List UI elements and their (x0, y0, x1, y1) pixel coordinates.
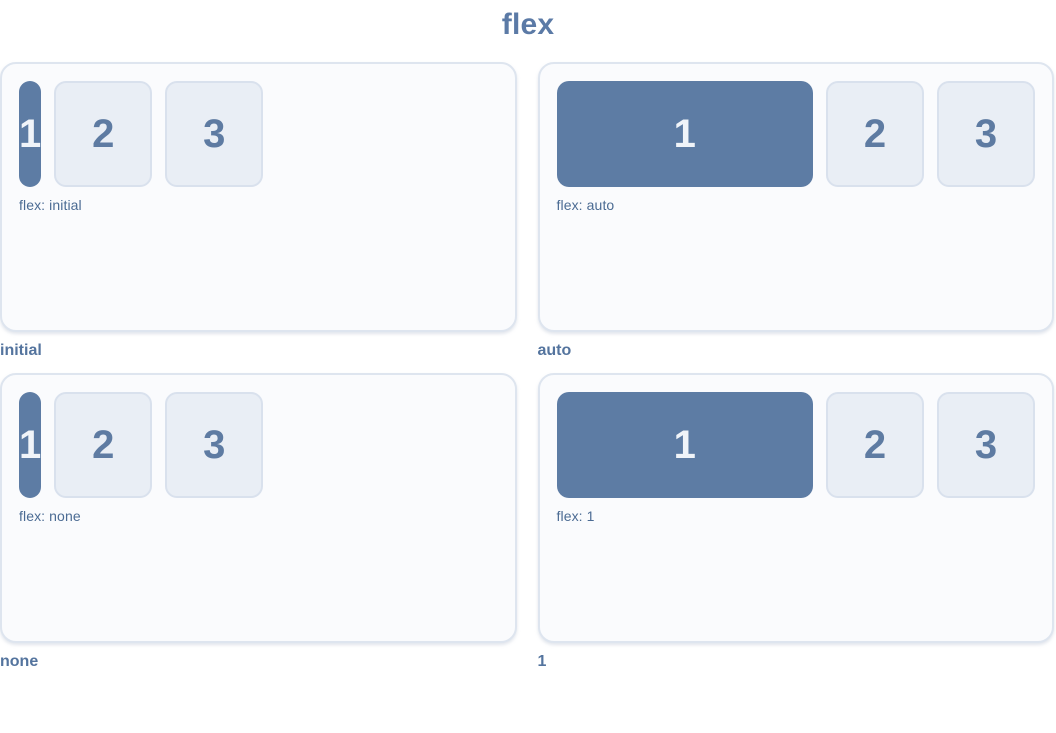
flex-container: 1 2 3 (556, 81, 1035, 187)
flex-item-1: 1 (556, 392, 813, 498)
page-title: flex (501, 8, 555, 41)
flex-item-3: 3 (165, 81, 264, 187)
demo-panel-auto: 1 2 3 flex: auto (537, 62, 1054, 332)
flex-item-1: 1 (19, 392, 42, 498)
flex-item-2: 2 (826, 81, 924, 187)
flex-container: 1 2 3 (19, 81, 498, 187)
example-none: 1 2 3 flex: none none (0, 373, 517, 671)
flex-item-3: 3 (165, 392, 264, 498)
flex-item-1: 1 (556, 81, 813, 187)
example-caption: none (0, 653, 39, 670)
flex-item-2: 2 (826, 392, 924, 498)
flex-container: 1 2 3 (556, 392, 1035, 498)
examples-grid: 1 2 3 flex: initial initial 1 2 3 flex: … (0, 62, 1054, 671)
flex-item-3: 3 (937, 392, 1035, 498)
example-caption: 1 (537, 653, 547, 670)
flex-property-label: flex: auto (556, 197, 615, 213)
example-caption: initial (0, 342, 42, 359)
flex-item-2: 2 (54, 81, 153, 187)
demo-panel-initial: 1 2 3 flex: initial (0, 62, 517, 332)
flex-item-1: 1 (19, 81, 42, 187)
example-initial: 1 2 3 flex: initial initial (0, 62, 517, 360)
flex-property-label: flex: none (19, 508, 81, 524)
flex-item-3: 3 (937, 81, 1035, 187)
example-auto: 1 2 3 flex: auto auto (537, 62, 1054, 360)
flex-container: 1 2 3 (19, 392, 498, 498)
demo-panel-none: 1 2 3 flex: none (0, 373, 517, 643)
example-caption: auto (537, 342, 572, 359)
demo-panel-one: 1 2 3 flex: 1 (537, 373, 1054, 643)
example-one: 1 2 3 flex: 1 1 (537, 373, 1054, 671)
flex-property-label: flex: 1 (556, 508, 595, 524)
flex-property-label: flex: initial (19, 197, 82, 213)
flex-item-2: 2 (54, 392, 153, 498)
